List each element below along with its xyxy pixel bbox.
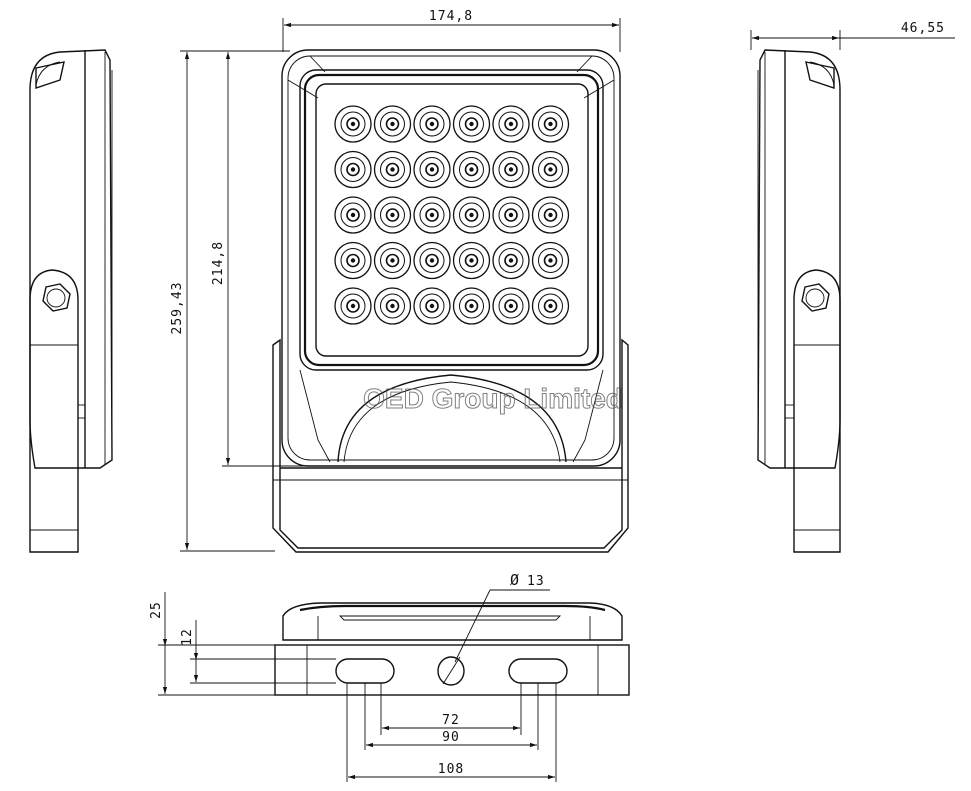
- left-side-clip: [35, 61, 65, 89]
- mount-slot-left: [335, 658, 395, 684]
- right-side-view: [757, 49, 841, 553]
- led-lens: [373, 196, 412, 234]
- dim-72-label: 72: [442, 713, 460, 728]
- dim-90-label: 90: [442, 730, 460, 745]
- led-grid: [334, 105, 570, 325]
- housing-flare-right: [572, 369, 604, 463]
- left-side-curve: [35, 61, 61, 86]
- led-lens: [452, 241, 491, 280]
- dim-width-label: 174,8: [429, 9, 473, 24]
- bottom-bracket: [274, 644, 630, 696]
- led-lens: [373, 241, 412, 280]
- right-side-clip: [805, 61, 835, 89]
- led-lens: [334, 150, 372, 189]
- mount-hole: [437, 656, 465, 686]
- left-bolt-washer: [46, 288, 66, 308]
- bottom-view: [274, 602, 630, 696]
- dim-25-label: 25: [149, 601, 164, 619]
- led-lens: [452, 287, 491, 325]
- led-lens: [373, 287, 412, 325]
- led-lens: [413, 150, 451, 189]
- dim-hole-symbol: Ø: [510, 571, 520, 589]
- mount-hole-slash: [442, 656, 461, 685]
- led-lens: [531, 196, 570, 234]
- right-bracket-arm: [793, 269, 841, 553]
- led-lens: [413, 241, 451, 280]
- right-bolt-washer: [805, 288, 825, 308]
- bottom-housing: [282, 602, 623, 641]
- lens-frame-outer: [299, 69, 604, 371]
- led-lens: [413, 105, 451, 143]
- led-lens: [334, 241, 372, 280]
- bottom-housing-lens: [338, 615, 562, 621]
- led-lens: [334, 105, 372, 143]
- mount-slot-right: [508, 658, 568, 684]
- housing-inner: [287, 55, 615, 461]
- led-lens: [492, 287, 530, 325]
- watermark: OED Group Limited: [363, 383, 623, 414]
- led-lens: [531, 105, 570, 143]
- dim-depth-label: 46,55: [901, 21, 945, 36]
- right-side-curve: [809, 61, 835, 86]
- bottom-housing-top: [299, 604, 606, 612]
- left-bolt-icon: [42, 283, 71, 312]
- corner-line-tl: [287, 79, 319, 99]
- led-lens: [492, 105, 530, 143]
- led-lens: [452, 105, 491, 143]
- led-lens: [492, 150, 530, 189]
- led-lens: [334, 196, 372, 234]
- led-lens: [531, 287, 570, 325]
- front-arch-inner: [343, 381, 561, 463]
- left-bracket-arm: [29, 269, 79, 553]
- led-lens: [531, 150, 570, 189]
- led-lens: [413, 196, 451, 234]
- led-lens: [492, 196, 530, 234]
- lens-frame-inner: [315, 83, 589, 357]
- left-side-body: [29, 49, 113, 469]
- lens-frame-mid: [303, 73, 600, 367]
- led-lens: [452, 196, 491, 234]
- left-side-view: [29, 49, 113, 553]
- led-lens: [373, 105, 412, 143]
- led-lens: [531, 241, 570, 280]
- dimension-lines: 174,8 46,55 259,43 214,8 25 12 Ø 13: [149, 9, 955, 782]
- led-lens: [373, 150, 412, 189]
- front-view: [272, 49, 629, 553]
- led-lens: [413, 287, 451, 325]
- led-lens: [492, 241, 530, 280]
- dim-body-label: 214,8: [211, 241, 226, 285]
- right-side-body: [757, 49, 841, 469]
- front-arch: [337, 374, 567, 463]
- front-bracket: [272, 338, 629, 553]
- led-lens: [452, 150, 491, 189]
- led-lens: [334, 287, 372, 325]
- dim-108-label: 108: [438, 762, 464, 777]
- dim-hole-leader: [454, 589, 491, 663]
- right-bolt-icon: [801, 283, 830, 312]
- housing-outer: [281, 49, 621, 467]
- dim-height-label: 259,43: [170, 282, 185, 335]
- housing-flare-left: [299, 369, 331, 463]
- dim-hole-label: 13: [527, 574, 545, 589]
- dim-12-label: 12: [180, 628, 195, 646]
